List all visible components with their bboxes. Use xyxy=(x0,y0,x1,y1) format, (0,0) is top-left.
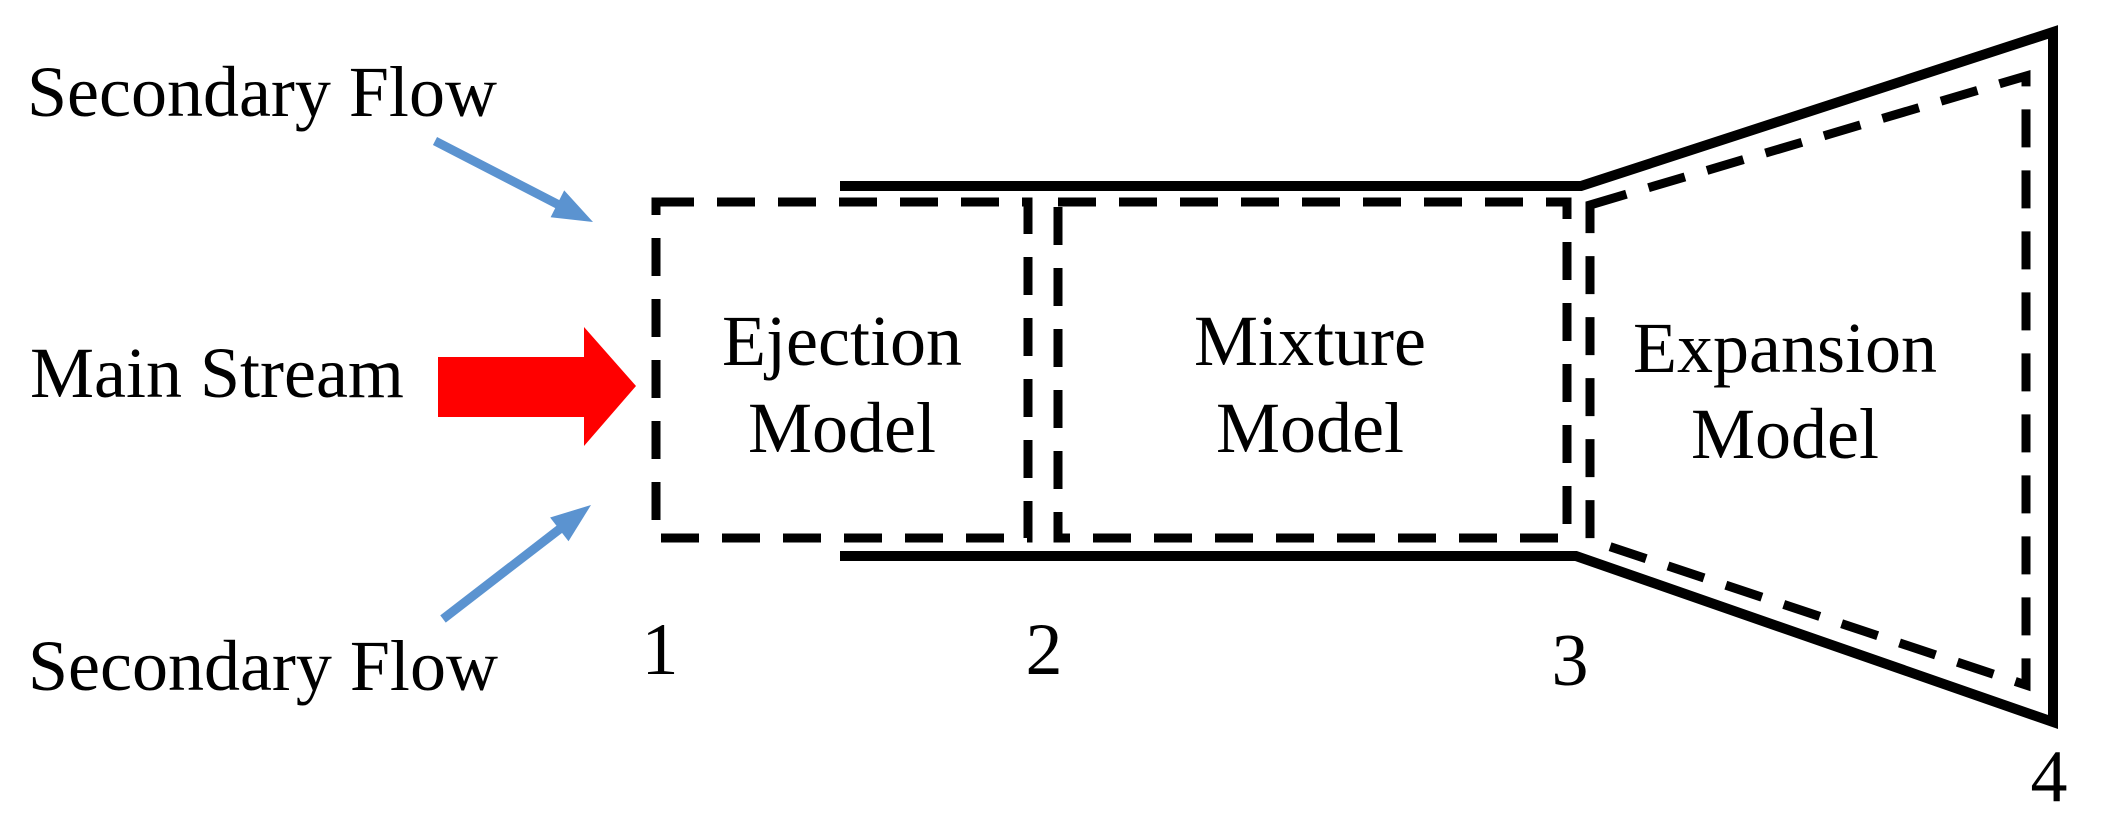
nozzle-wall-outline xyxy=(840,25,2058,730)
secondary-flow-top-label: Secondary Flow xyxy=(27,52,497,132)
station-1-label: 1 xyxy=(642,609,679,691)
station-2-label: 2 xyxy=(1026,609,1063,691)
main-stream-label: Main Stream xyxy=(30,333,404,413)
secondary-flow-arrowhead-top-icon xyxy=(550,190,593,222)
expansion-model-label-line1: Expansion xyxy=(1633,308,1937,388)
expansion-model-label-line2: Model xyxy=(1691,394,1879,474)
ejection-model-label-line2: Model xyxy=(748,388,936,468)
station-4-label: 4 xyxy=(2031,736,2068,818)
secondary-flow-arrow-bottom-icon xyxy=(440,524,564,623)
station-3-label: 3 xyxy=(1552,620,1589,702)
mixture-model-label-line2: Model xyxy=(1216,388,1404,468)
ejection-model-label-line1: Ejection xyxy=(722,301,962,381)
secondary-flow-arrowhead-bottom-icon xyxy=(550,505,591,542)
ejection-model-box xyxy=(651,197,1033,543)
mixture-model-box xyxy=(1053,197,1572,543)
expansion-model-box xyxy=(1585,69,2031,692)
secondary-flow-arrow-top-icon xyxy=(432,137,562,209)
main-stream-arrow-icon xyxy=(438,327,636,446)
secondary-flow-bottom-label: Secondary Flow xyxy=(28,626,498,706)
mixture-model-label-line1: Mixture xyxy=(1194,301,1426,381)
